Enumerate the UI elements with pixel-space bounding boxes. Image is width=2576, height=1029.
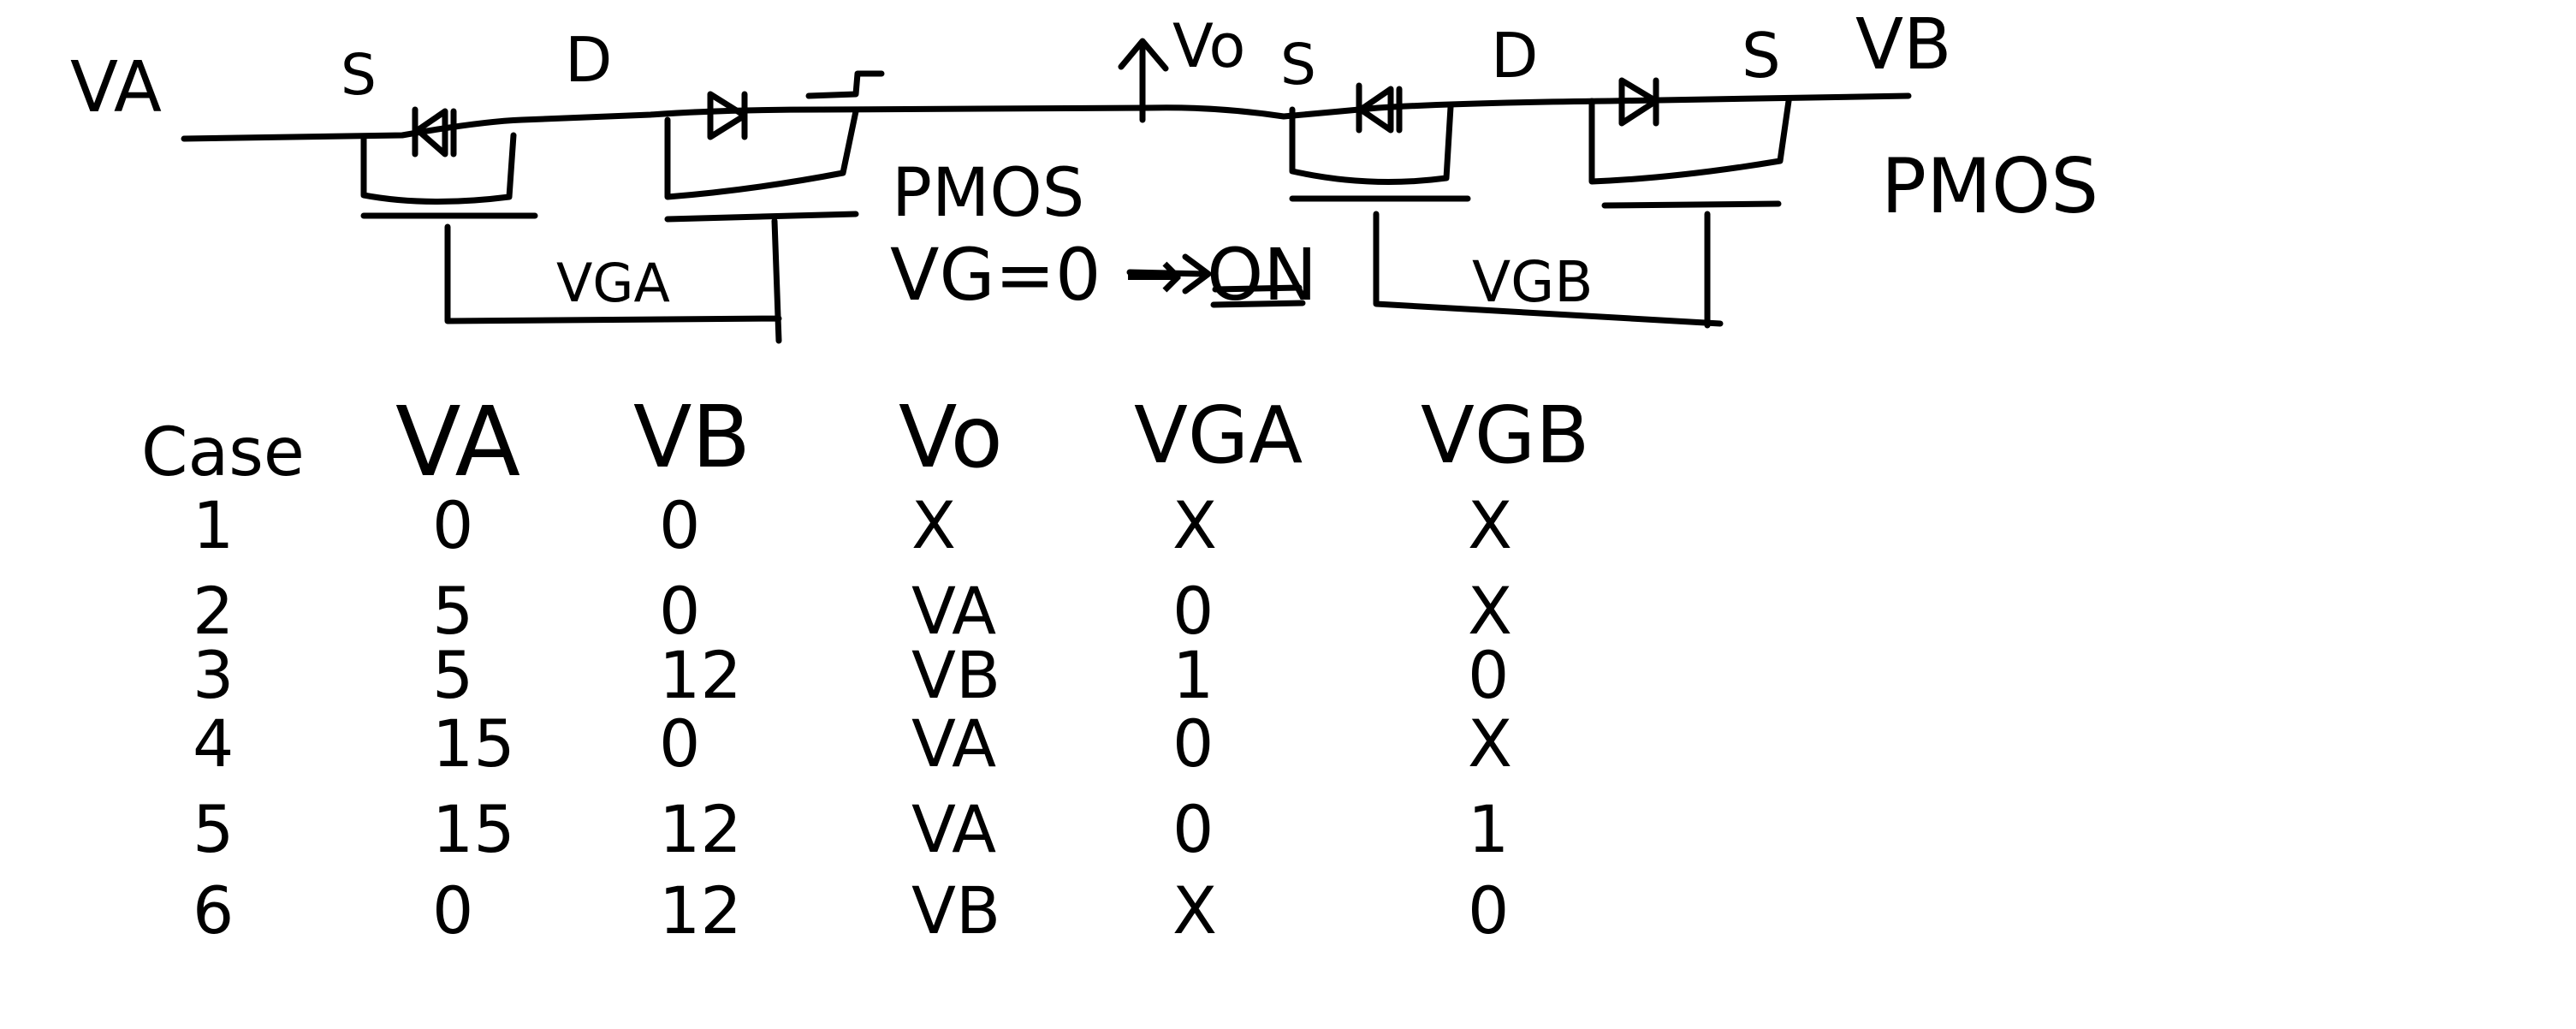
cell-case: 5 xyxy=(193,791,234,867)
cell-case: 3 xyxy=(193,637,234,713)
pmos-label-1: PMOS xyxy=(892,155,1084,232)
cell-case: 2 xyxy=(193,573,234,649)
cell-vb: 12 xyxy=(659,791,742,867)
cell-vga: 0 xyxy=(1172,705,1214,782)
table-row: 3 5 12 VB 1 0 xyxy=(193,637,1509,713)
main-wire xyxy=(181,92,1912,142)
gate-a-label: VGA xyxy=(556,252,670,314)
t1-source-label: S xyxy=(341,42,377,108)
transistor-3 xyxy=(1289,82,1471,202)
transistor-1 xyxy=(360,106,538,219)
on-underline xyxy=(1210,284,1306,308)
cell-vo: VA xyxy=(911,573,996,649)
cell-vga: 0 xyxy=(1172,573,1214,649)
transistor-4-diode-icon xyxy=(1618,77,1659,127)
cell-vo: X xyxy=(911,487,956,563)
cell-va: 0 xyxy=(432,487,473,563)
cell-vb: 0 xyxy=(659,705,700,782)
cell-vb: 12 xyxy=(659,637,742,713)
table-row: 1 0 0 X X X xyxy=(193,487,1512,563)
cell-va: 15 xyxy=(432,705,515,782)
table-row: 6 0 12 VB X 0 xyxy=(193,872,1509,949)
cell-vga: X xyxy=(1172,872,1217,949)
gate-wire-b xyxy=(1373,211,1724,329)
cell-va: 5 xyxy=(432,637,473,713)
node-vo-label: Vo xyxy=(1172,11,1245,81)
cell-vga: X xyxy=(1172,487,1217,563)
cell-va: 5 xyxy=(432,573,473,649)
rule-text: VG=0 → ON xyxy=(890,233,1317,317)
gate-wire-a xyxy=(444,217,782,344)
transistor-3-diode-icon xyxy=(1356,82,1403,134)
gate-b-label: VGB xyxy=(1472,249,1594,315)
cell-vgb: X xyxy=(1468,705,1512,782)
cell-vga: 0 xyxy=(1172,791,1214,867)
cell-vb: 0 xyxy=(659,573,700,649)
cell-vo: VB xyxy=(911,637,1000,713)
cell-va: 15 xyxy=(432,791,515,867)
transistor-2-diode-icon xyxy=(707,91,748,140)
header-case: Case xyxy=(141,414,305,491)
table-row: 4 15 0 VA 0 X xyxy=(193,705,1512,782)
table-row: 2 5 0 VA 0 X xyxy=(193,573,1512,649)
cell-vga: 1 xyxy=(1172,637,1214,713)
transistor-4 xyxy=(1588,77,1792,209)
node-va-label: VA xyxy=(70,47,162,128)
cell-vo: VA xyxy=(911,705,996,782)
table-row: 5 15 12 VA 0 1 xyxy=(193,791,1509,867)
header-vga: VGA xyxy=(1134,390,1303,481)
t1-drain-label: D xyxy=(565,24,612,96)
cell-vo: VB xyxy=(911,872,1000,949)
transistor-2 xyxy=(664,91,859,223)
cell-vgb: X xyxy=(1468,487,1512,563)
table-header: Case VA VB Vo VGA VGB xyxy=(141,387,1589,498)
cell-vgb: X xyxy=(1468,573,1512,649)
pmos-label-2: PMOS xyxy=(1881,142,2098,230)
cell-vb: 12 xyxy=(659,872,742,949)
cell-va: 0 xyxy=(432,872,473,949)
cell-vgb: 0 xyxy=(1468,872,1509,949)
cell-case: 1 xyxy=(193,487,234,563)
cell-case: 4 xyxy=(193,705,234,782)
vo-arrow xyxy=(1118,38,1169,123)
header-vo: Vo xyxy=(899,387,1003,487)
cell-vb: 0 xyxy=(659,487,700,563)
header-va: VA xyxy=(395,387,520,498)
cell-case: 6 xyxy=(193,872,234,949)
t3-drain-label: D xyxy=(1491,20,1538,92)
cell-vo: VA xyxy=(911,791,996,867)
t4-source-label: S xyxy=(1742,20,1781,92)
t3-source-label: S xyxy=(1280,32,1316,98)
rule-arrow xyxy=(1126,253,1212,294)
header-vb: VB xyxy=(633,387,751,487)
cell-vgb: 1 xyxy=(1468,791,1509,867)
header-vgb: VGB xyxy=(1421,390,1589,481)
cell-vgb: 0 xyxy=(1468,637,1509,713)
source-mark xyxy=(805,70,885,99)
node-vb-label: VB xyxy=(1855,4,1951,86)
transistor-1-diode-icon xyxy=(412,106,457,158)
